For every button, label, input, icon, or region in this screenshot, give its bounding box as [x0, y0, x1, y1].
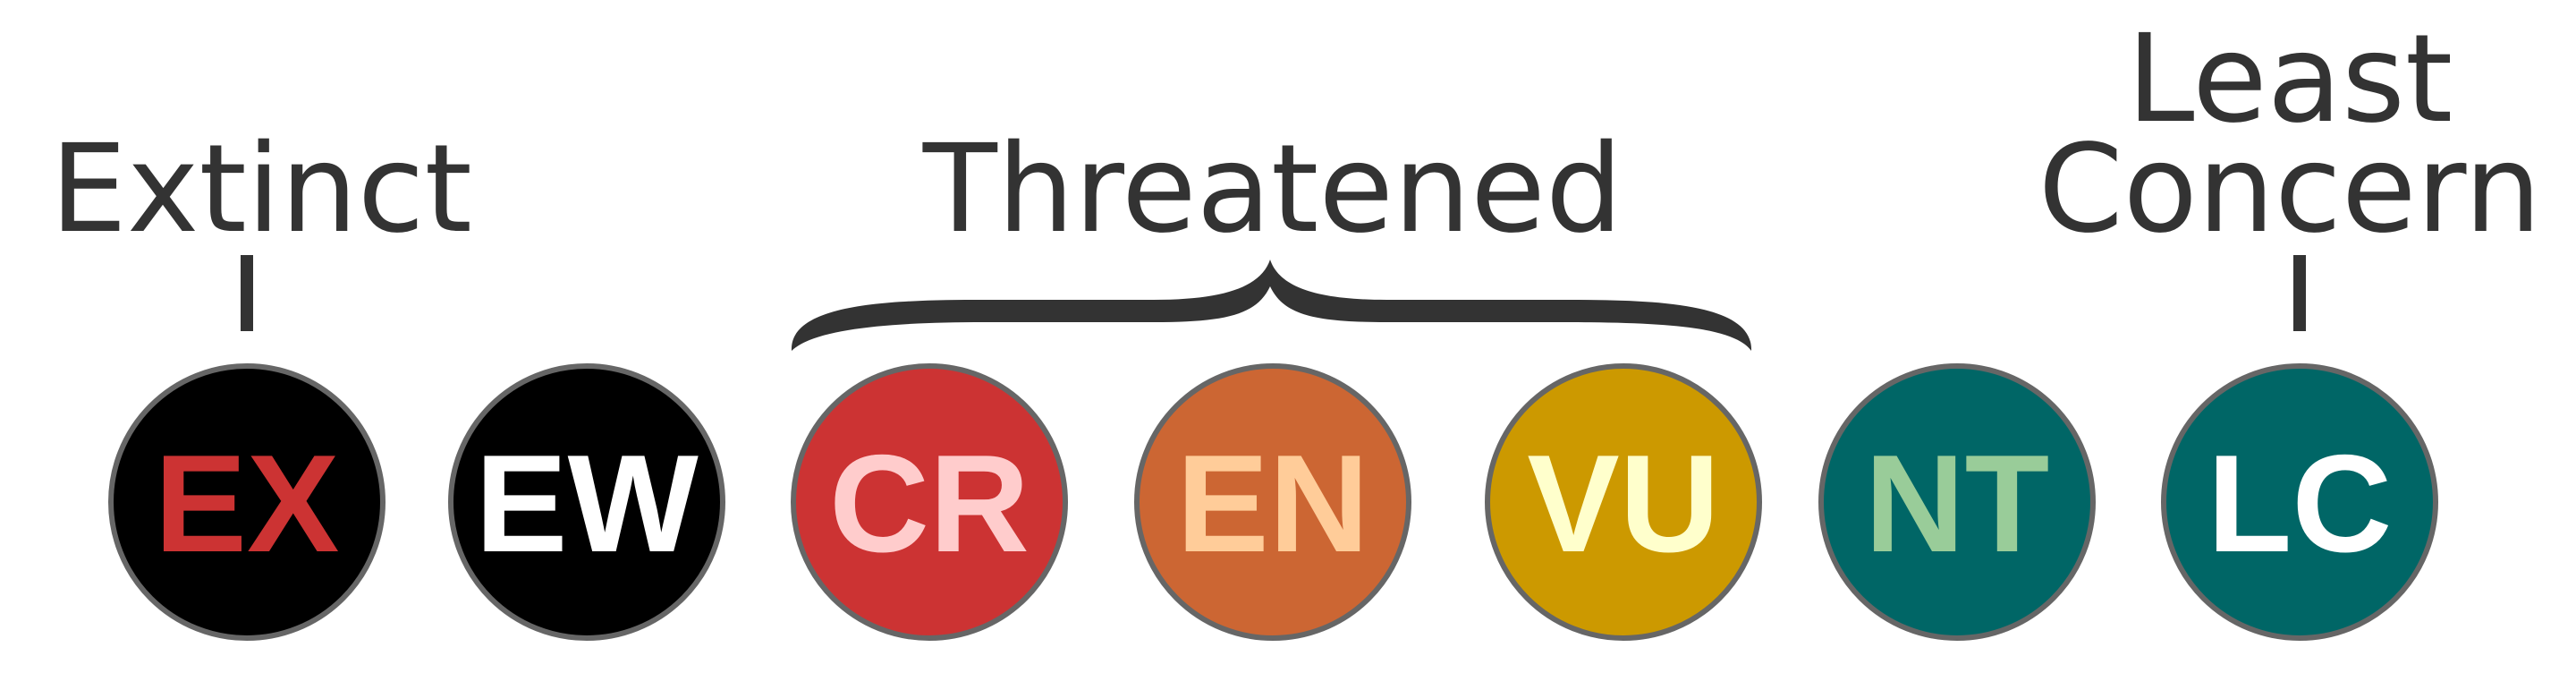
badge-nt: NT — [1818, 363, 2096, 641]
badge-code-ex: EX — [155, 426, 340, 581]
badge-circle-cr — [791, 363, 1068, 641]
badge-circle-en — [1134, 363, 1411, 641]
badge-ew: EW — [448, 363, 725, 641]
badge-code-cr: CR — [829, 426, 1030, 581]
badge-vu: VU — [1485, 363, 1762, 641]
badge-circle-nt — [1818, 363, 2096, 641]
least-concern-label-line2: Concern — [2038, 119, 2542, 260]
badge-code-lc: LC — [2207, 426, 2393, 581]
threatened-label: Threatened — [922, 119, 1623, 260]
badge-circle-ew — [448, 363, 725, 641]
least-concern-label-line1: Least — [2127, 9, 2453, 150]
badge-code-ew: EW — [475, 426, 699, 581]
extinct-label: Extinct — [50, 119, 472, 260]
badge-en: EN — [1134, 363, 1411, 641]
badge-circle-ex — [108, 363, 386, 641]
badge-lc: LC — [2161, 363, 2438, 641]
category-badges: EX EW CR EN VU NT LC — [108, 363, 2438, 641]
badge-code-vu: VU — [1527, 426, 1719, 581]
badge-code-nt: NT — [1865, 426, 2050, 581]
badge-cr: CR — [791, 363, 1068, 641]
badge-circle-vu — [1485, 363, 1762, 641]
threatened-brace — [791, 260, 1752, 351]
badge-circle-lc — [2161, 363, 2438, 641]
badge-code-en: EN — [1176, 426, 1368, 581]
badge-ex: EX — [108, 363, 386, 641]
